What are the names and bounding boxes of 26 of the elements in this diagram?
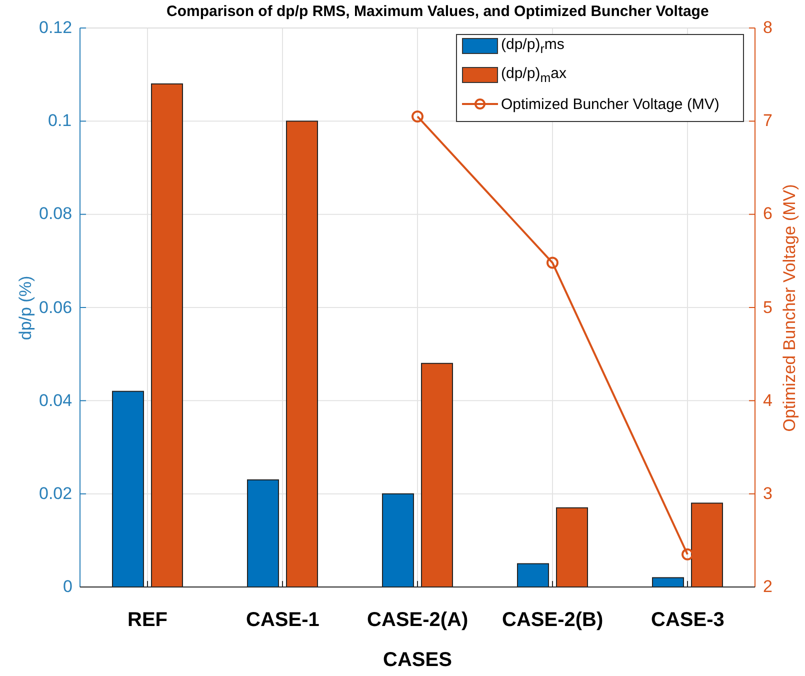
tick-label: 0.08 — [39, 204, 72, 224]
category-label: CASE-2(A) — [367, 608, 468, 632]
tick-label: 0.12 — [39, 18, 72, 38]
axis-title: CASES — [383, 648, 452, 672]
tick-label: 0 — [63, 577, 72, 597]
chart-title: Comparison of dp/p RMS, Maximum Values, and Optimized Buncher Voltage — [166, 2, 709, 20]
legend-text: (dp/p)$_{r}$ms — [501, 36, 564, 56]
tick-label: 7 — [763, 111, 772, 132]
tick-label: 0.04 — [39, 390, 72, 411]
tick-label: 4 — [763, 390, 772, 411]
tick-label: 8 — [763, 18, 772, 38]
category-label: CASE-2(B) — [502, 608, 604, 632]
category-label: CASE-3 — [651, 608, 724, 632]
tick-label: 0.06 — [39, 298, 72, 318]
tick-label: 6 — [763, 204, 772, 224]
category-label: REF — [128, 608, 168, 632]
legend-text: Optimized Buncher Voltage (MV) — [501, 96, 720, 112]
tick-label: 0.02 — [39, 484, 72, 504]
legend-text: (dp/p)$_{m}$ax — [501, 65, 566, 85]
tick-label: 2 — [763, 577, 772, 597]
tick-label: 5 — [763, 298, 772, 318]
axis-title: dp/p (%) — [16, 275, 36, 340]
category-label: CASE-1 — [246, 608, 320, 632]
tick-label: 3 — [763, 484, 772, 504]
axis-title: Optimized Buncher Voltage (MV) — [780, 184, 800, 432]
tick-label: 0.1 — [48, 111, 72, 132]
